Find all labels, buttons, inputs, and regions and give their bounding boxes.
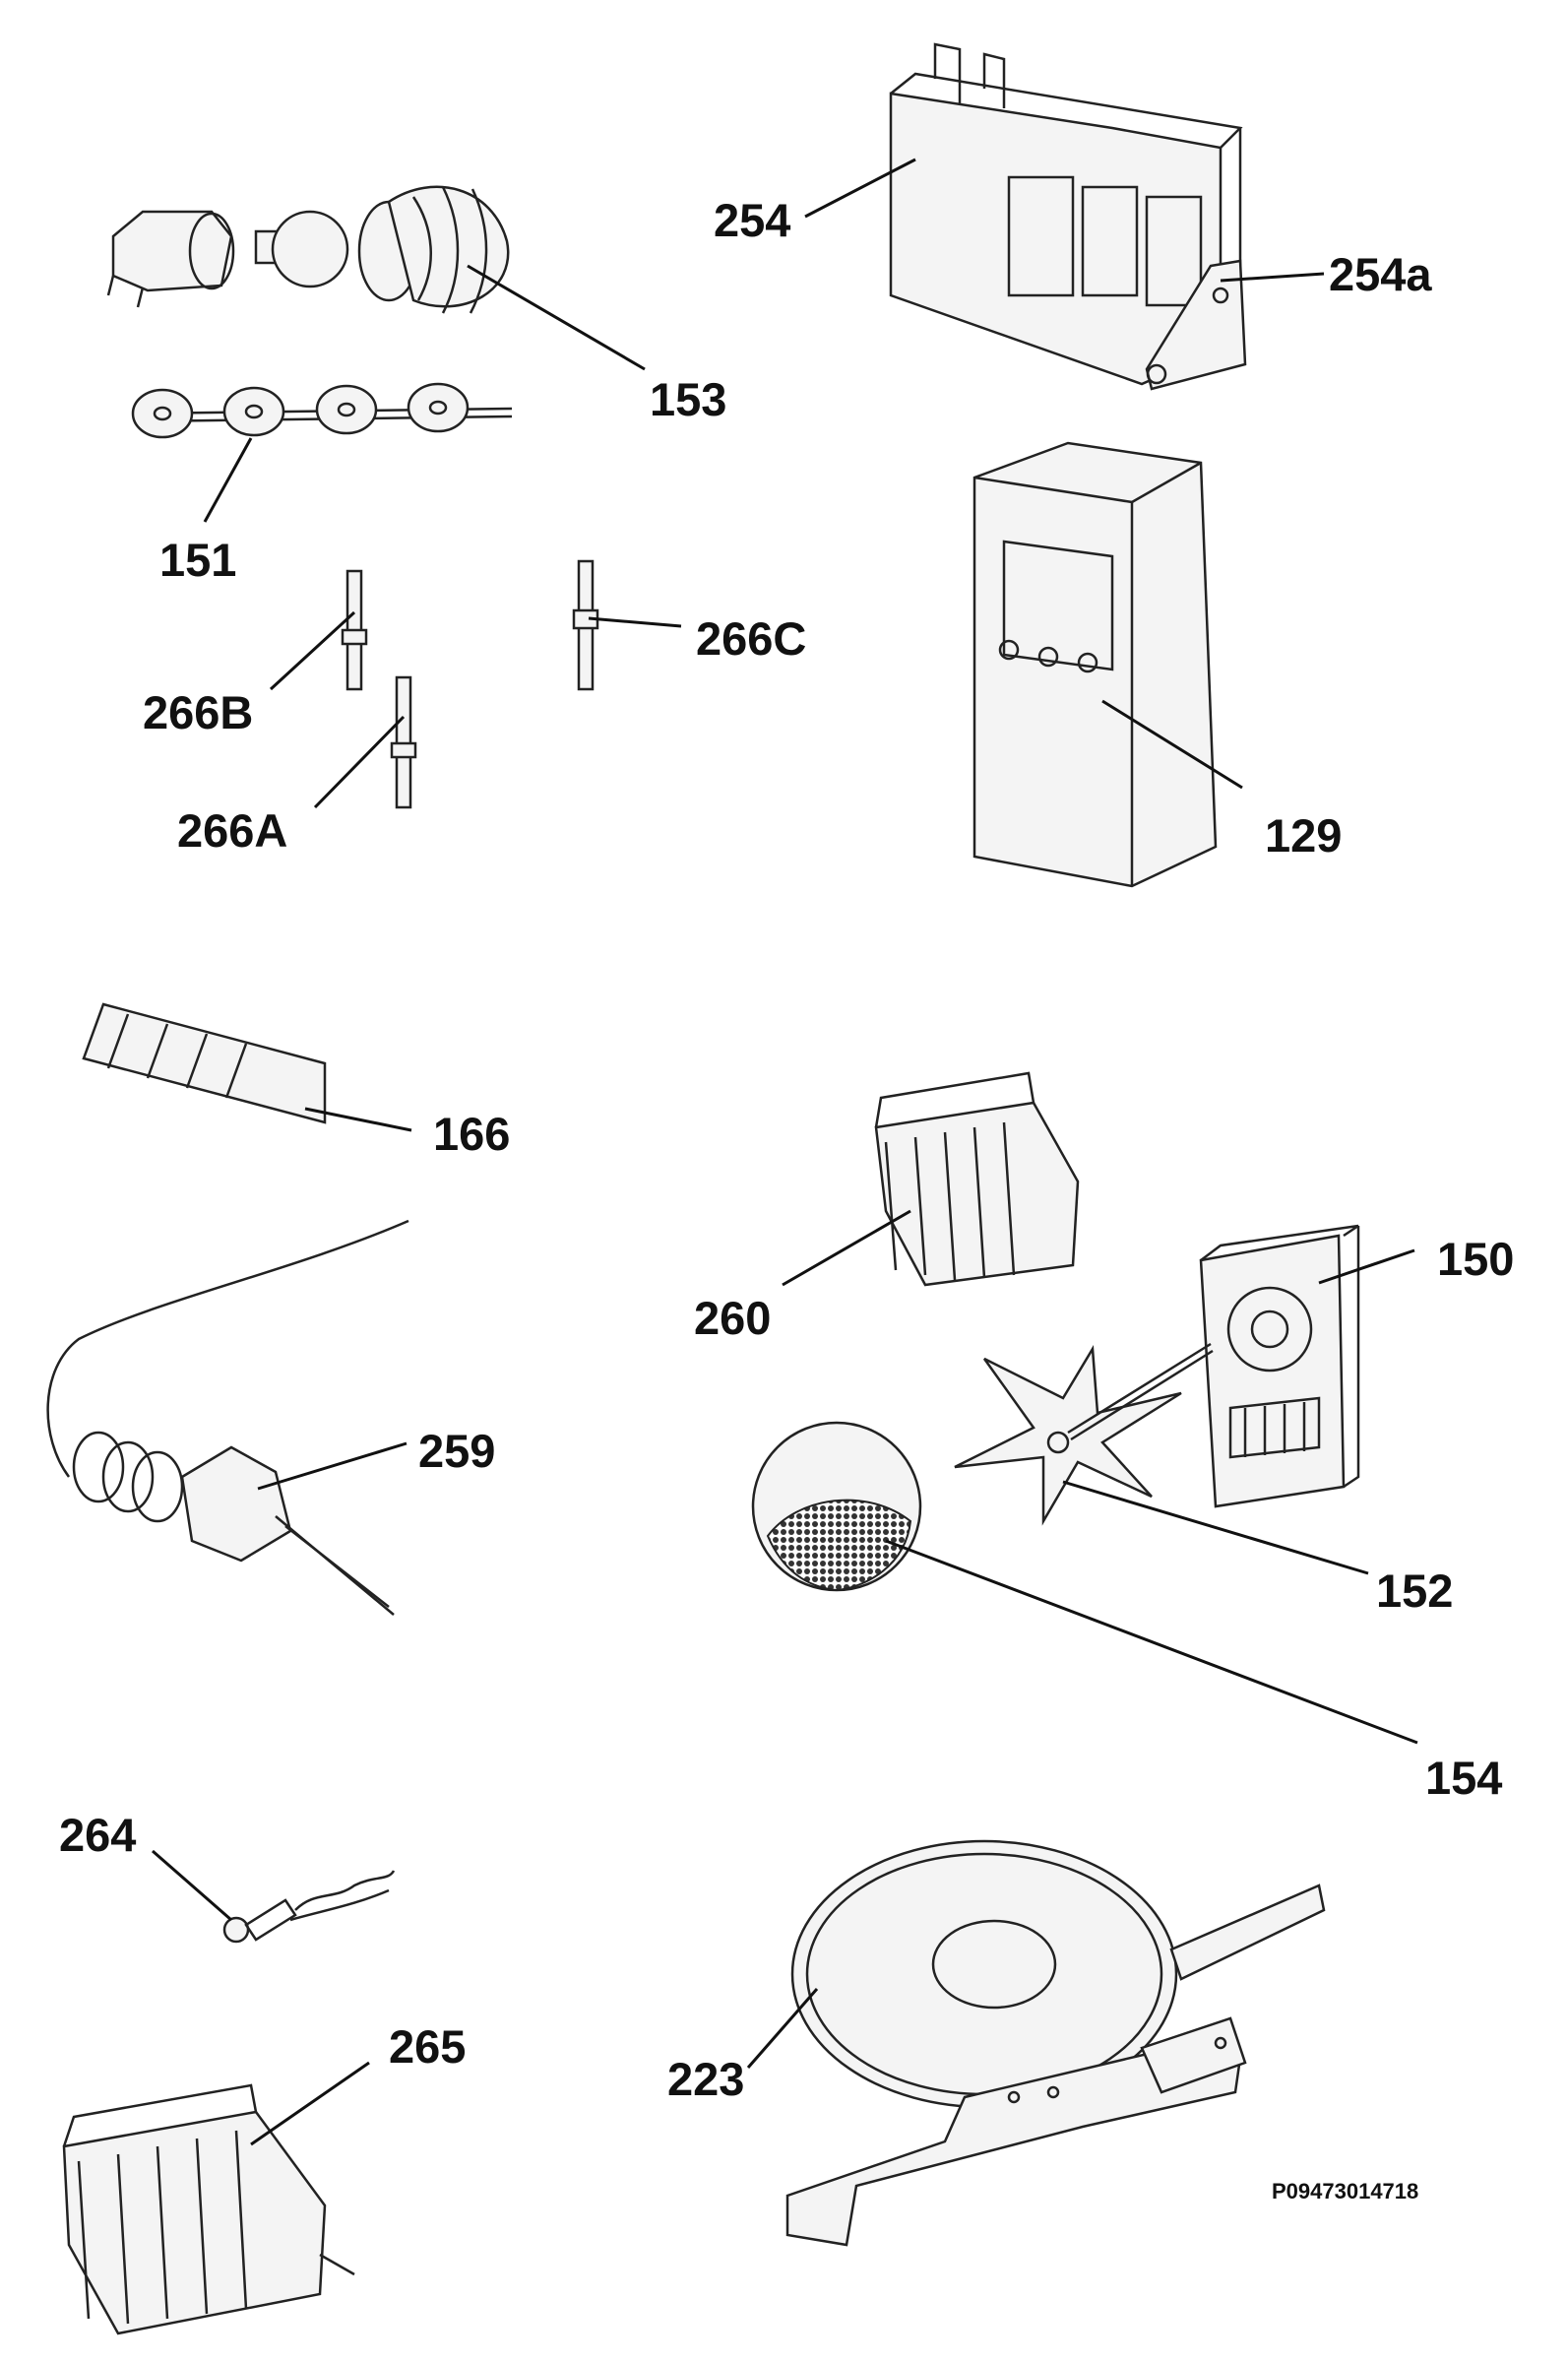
label-151: 151	[159, 534, 236, 586]
label-150: 150	[1437, 1233, 1514, 1285]
leader-266c	[588, 616, 682, 628]
label-166: 166	[433, 1108, 510, 1160]
leader-264	[152, 1849, 232, 1922]
drawing-code: P09473014718	[1272, 2179, 1418, 2203]
leader-223	[746, 1988, 819, 2069]
fan-blade-drawing	[954, 1342, 1214, 1526]
leader-266a	[313, 715, 406, 809]
label-264: 264	[59, 1809, 136, 1861]
leader-166	[304, 1107, 412, 1132]
fan-motor-drawing	[1199, 1224, 1360, 1508]
electronic-timer-drawing	[972, 441, 1218, 888]
leader-154	[885, 1539, 1418, 1745]
label-152: 152	[1376, 1565, 1453, 1617]
leader-254a	[1220, 272, 1325, 283]
grease-filter-drawing	[751, 1421, 922, 1592]
lamp-holder-264-drawing	[222, 1870, 396, 1944]
leader-153	[467, 264, 646, 371]
label-154: 154	[1425, 1752, 1502, 1804]
label-129: 129	[1265, 809, 1342, 862]
pin-266b-drawing	[341, 569, 368, 691]
label-254a: 254a	[1329, 248, 1432, 300]
leader-259	[257, 1441, 408, 1491]
ignition-generator-drawing	[889, 42, 1247, 391]
label-266a: 266A	[177, 804, 287, 857]
leader-lines	[152, 158, 1418, 2146]
leader-265	[250, 2061, 370, 2146]
thermostat-capillary-drawing	[46, 1219, 409, 1616]
label-266b: 266B	[143, 686, 253, 738]
selector-switch-drawing	[874, 1071, 1080, 1287]
hotplate-element-drawing	[785, 1839, 1326, 2247]
leader-152	[1062, 1480, 1369, 1575]
pin-266c-drawing	[572, 559, 599, 691]
label-266c: 266C	[696, 612, 806, 665]
label-260: 260	[694, 1292, 771, 1344]
label-259: 259	[418, 1425, 495, 1477]
leader-266b	[269, 610, 356, 691]
part-labels: 254 254a 153 151 266C 266B 266A 129 166 …	[59, 194, 1514, 2203]
leader-260	[782, 1209, 911, 1287]
leader-151	[203, 437, 253, 523]
selector-switch-265-drawing	[62, 2083, 355, 2335]
label-153: 153	[650, 373, 726, 425]
label-265: 265	[389, 2020, 466, 2073]
leader-150	[1318, 1248, 1415, 1285]
leader-254	[804, 158, 916, 219]
label-223: 223	[667, 2053, 744, 2105]
oven-lamp-assembly-drawing	[106, 185, 510, 314]
label-254: 254	[714, 194, 790, 246]
burner-lead-chain-drawing	[131, 382, 513, 439]
rating-label-strip-drawing	[82, 1002, 327, 1124]
leader-129	[1101, 699, 1243, 790]
pin-266a-drawing	[390, 675, 417, 809]
